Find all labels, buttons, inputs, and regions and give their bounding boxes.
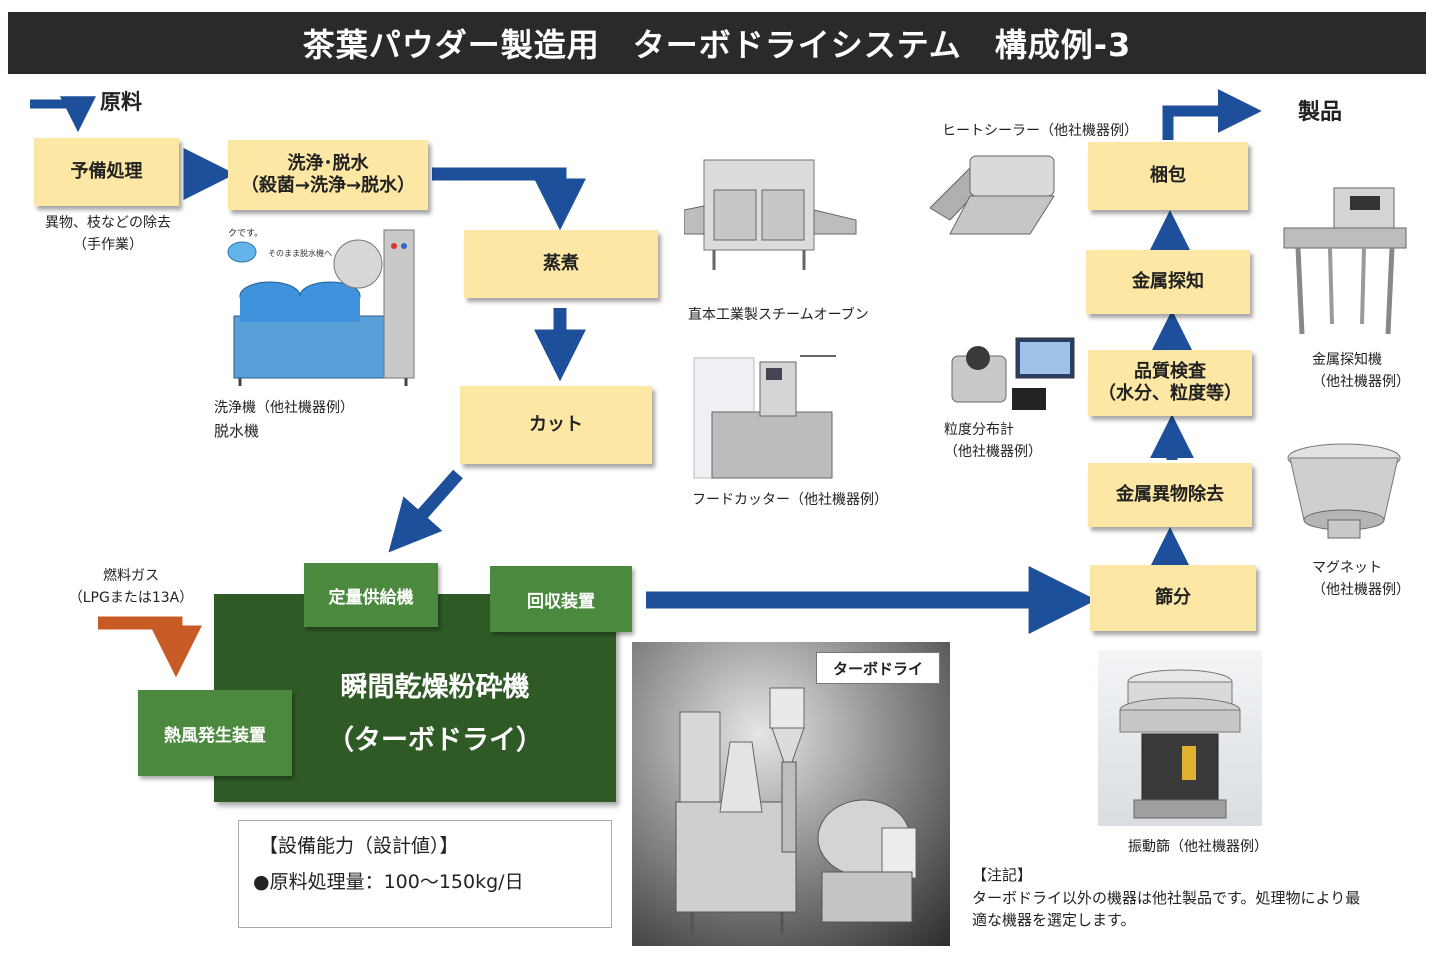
capacity-box: 【設備能力（設計値）】 ●原料処理量：100〜150kg/日: [238, 820, 612, 928]
vibrating-sieve-photo: [1098, 650, 1262, 826]
packing-box: 梱包: [1088, 142, 1248, 210]
metal-detect-box: 金属探知: [1086, 250, 1250, 314]
turbo-dry-photo-label: ターボドライ: [816, 652, 940, 684]
metal-detector-photo: [1280, 184, 1410, 340]
note-line-2: 適な機器を選定します。: [972, 911, 1136, 929]
note-block: 【注記】 ターボドライ以外の機器は他社製品です。処理物により最 適な機器を選定し…: [972, 864, 1360, 932]
steaming-box: 蒸煮: [464, 230, 658, 298]
quality-check-box: 品質検査 （水分、粒度等）: [1088, 350, 1252, 416]
washer-photo: クです。 そのまま脱水機へ: [226, 226, 422, 390]
pretreatment-box: 予備処理: [34, 138, 179, 206]
heat-sealer-photo: [929, 148, 1062, 240]
metal-removal-box: 金属異物除去: [1088, 463, 1252, 527]
turbo-dry-machine-icon: [675, 687, 917, 934]
note-line-1: ターボドライ以外の機器は他社製品です。処理物により最: [972, 888, 1361, 907]
dryer-main-label: 瞬間乾燥粉砕機 （ターボドライ）: [327, 672, 543, 756]
magnet-photo: [1284, 440, 1404, 544]
arrow-raw-material: [30, 96, 96, 133]
particle-analyzer-icon: [951, 337, 1075, 410]
heat-sealer-icon: [929, 155, 1055, 235]
magnet-icon: [1287, 443, 1401, 539]
magnet-caption: マグネット （他社機器例）: [1312, 560, 1410, 598]
washer-photo-text-2: そのまま脱水機へ: [268, 249, 332, 258]
capacity-heading: 【設備能力（設計値）】: [259, 835, 459, 857]
arrow-pack-to-product: [1162, 89, 1262, 140]
washer-caption: 洗浄機（他社機器例） 脱水機: [214, 400, 354, 440]
collector-box: 回収装置: [490, 566, 632, 632]
food-cutter-icon: [693, 355, 836, 479]
capacity-item: ●原料処理量：100〜150kg/日: [253, 871, 524, 893]
heat-sealer-caption: ヒートシーラー（他社機器例）: [942, 123, 1138, 139]
sieving-box: 篩分: [1090, 565, 1256, 631]
pretreatment-label: 予備処理: [70, 160, 143, 182]
note-heading: 【注記】: [972, 866, 1033, 884]
particle-analyzer-photo: [950, 332, 1076, 412]
heater-box: 熱風発生装置: [138, 690, 292, 776]
washer-machine-icon: [227, 229, 415, 386]
arrow-wash-to-steam: [432, 167, 586, 231]
washer-photo-text-1: クです。: [228, 229, 264, 239]
feeder-box: 定量供給機: [304, 563, 438, 627]
washing-box: 洗浄･脱水 （殺菌→洗浄→脱水）: [228, 140, 428, 210]
steam-oven-photo: [683, 150, 860, 276]
metal-detector-caption: 金属探知機 （他社機器例）: [1312, 352, 1410, 390]
vibrating-sieve-icon: [1119, 669, 1241, 819]
arrow-fuel-gas: [98, 616, 202, 678]
product-label: 製品: [1298, 100, 1343, 125]
cutting-box: カット: [460, 386, 652, 464]
fuel-gas-label: 燃料ガス （LPGまたは13A）: [68, 568, 194, 606]
raw-material-label: 原料: [100, 90, 142, 114]
steam-oven-icon: [683, 159, 857, 270]
arrow-cut-to-feeder: [388, 469, 463, 553]
food-cutter-photo: [690, 352, 840, 486]
turbo-dry-photo: ターボドライ: [632, 642, 950, 946]
metal-detector-icon: [1283, 187, 1407, 335]
vibrating-sieve-caption: 振動篩（他社機器例）: [1128, 839, 1268, 855]
pretreatment-note: 異物、枝などの除去 （手作業）: [45, 215, 171, 254]
particle-analyzer-caption: 粒度分布計 （他社機器例）: [944, 422, 1042, 460]
steam-oven-caption: 直本工業製スチームオーブン: [688, 307, 869, 323]
food-cutter-caption: フードカッター（他社機器例）: [692, 492, 888, 508]
page-title: 茶葉パウダー製造用 ターボドライシステム 構成例-3: [8, 12, 1426, 74]
